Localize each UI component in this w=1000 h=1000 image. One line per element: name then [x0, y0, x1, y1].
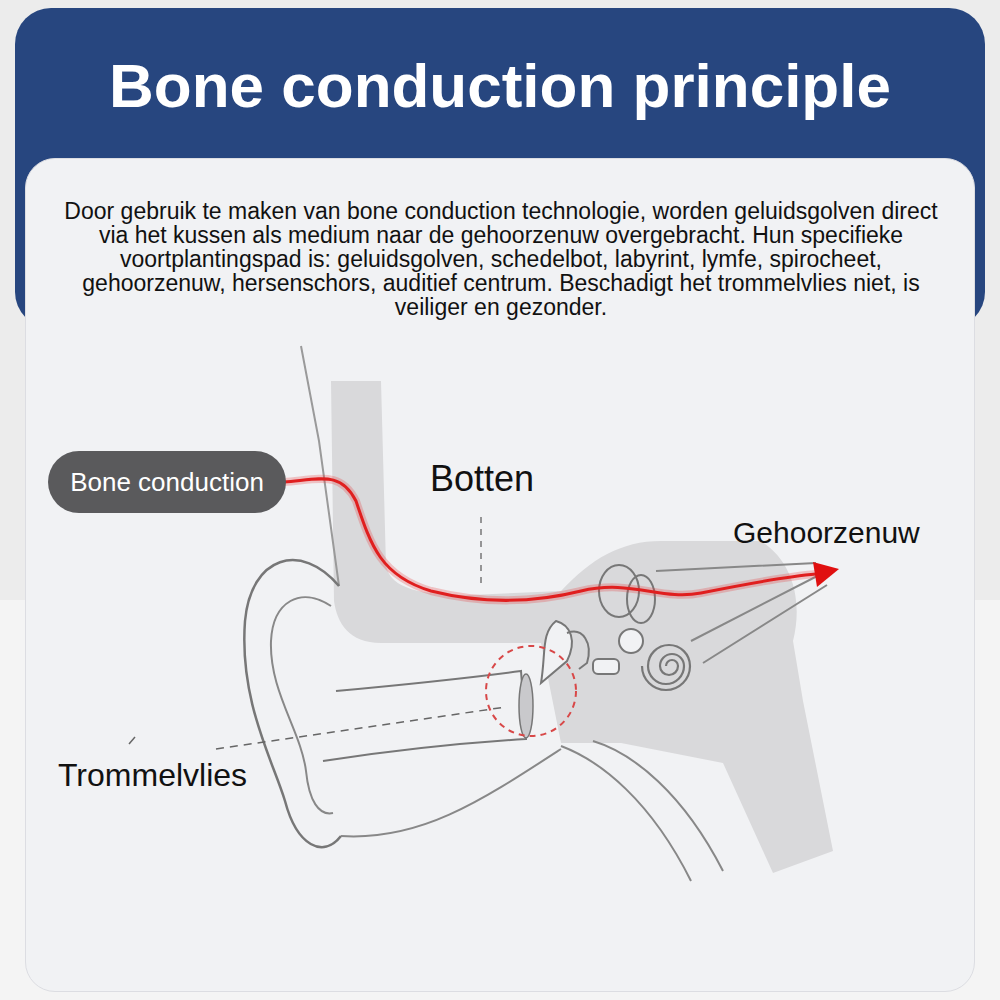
- stirrup: [593, 659, 619, 674]
- description-text: Door gebruik te maken van bone conductio…: [61, 199, 941, 319]
- inner-ear-fold: [271, 597, 333, 813]
- bone-conduction-pill: Bone conduction: [48, 451, 286, 513]
- eardrum-label: Trommelvlies: [58, 757, 247, 794]
- page-title: Bone conduction principle: [109, 48, 891, 124]
- leader-line: [480, 517, 482, 587]
- cochlea: [642, 645, 690, 690]
- eardrum: [519, 674, 533, 738]
- eustachian-tube: [561, 741, 723, 881]
- ear-canal: [323, 671, 526, 761]
- bone-area: [331, 381, 833, 873]
- semicircular-canal: [627, 575, 655, 623]
- outer-ear: [244, 560, 341, 847]
- hammer: [541, 621, 572, 683]
- anvil: [567, 632, 589, 669]
- leader-line: [216, 707, 506, 749]
- bone-label: Botten: [430, 458, 534, 499]
- info-panel: Door gebruik te maken van bone conductio…: [25, 158, 975, 992]
- pill-label: Bone conduction: [70, 467, 264, 497]
- tick-mark: [129, 737, 135, 744]
- eardrum-highlight: [486, 646, 576, 736]
- sound-arrowhead: [813, 562, 839, 587]
- lower-skin: [341, 749, 561, 836]
- vestibule: [619, 629, 643, 653]
- skin-line: [301, 346, 339, 586]
- nerve-label: Gehoorzenuw: [733, 516, 920, 551]
